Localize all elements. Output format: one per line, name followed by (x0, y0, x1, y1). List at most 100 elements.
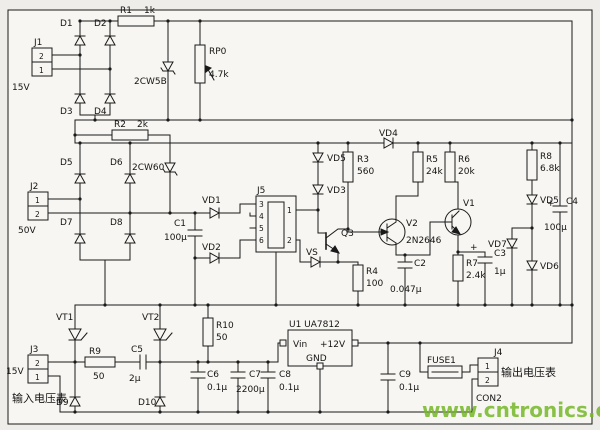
label-fuse1: FUSE1 (427, 356, 456, 366)
label-u1: U1 UA7812 (289, 320, 340, 330)
connector-j2: 1 2 (27, 191, 49, 221)
label-c4: C4 (566, 197, 578, 207)
connector-j4: 1 2 (477, 357, 499, 387)
u1-pin-out-square (351, 339, 359, 347)
label-r7: R7 (466, 259, 478, 269)
label-j4: J4 (493, 348, 503, 358)
j4-pin-2: 2 (485, 376, 490, 385)
u1-pin-gnd-square (316, 362, 324, 370)
label-r9: R9 (89, 347, 101, 357)
resistor-r6 (444, 151, 456, 183)
label-r8: R8 (540, 152, 552, 162)
label-d2: D2 (94, 19, 107, 29)
label-d9: D9 (56, 398, 69, 408)
label-2cw60: 2CW60 (132, 163, 165, 173)
wires-bottom (47, 304, 573, 413)
value-c1: 100μ (164, 233, 187, 243)
resistor-r1 (117, 15, 155, 27)
resistor-r10 (202, 317, 214, 347)
label-r10: R10 (216, 321, 234, 331)
value-c5: 2μ (129, 374, 141, 384)
label-vd4: VD4 (379, 129, 398, 139)
label-vd6: VD6 (540, 262, 559, 272)
value-rp0: 4.7k (209, 70, 229, 80)
label-r5: R5 (426, 155, 438, 165)
resistor-bodies (84, 15, 538, 368)
label-c6: C6 (207, 370, 219, 380)
label-vs: VS (306, 248, 318, 258)
resistor-r7 (452, 254, 464, 282)
resistor-r4 (352, 264, 364, 292)
potentiometer-rp0 (194, 44, 206, 84)
label-r6: R6 (458, 155, 470, 165)
label-vd1: VD1 (202, 196, 221, 206)
plus-c3: + (470, 243, 478, 253)
u1-pin-gnd-label: GND (306, 354, 327, 364)
label-vd5-right: VD5 (540, 196, 559, 206)
j5-pin-2: 2 (287, 236, 292, 245)
resistor-r3 (342, 151, 354, 183)
label-j1-voltage: 15V (12, 83, 30, 93)
value-r5: 24k (426, 167, 443, 177)
label-vd2: VD2 (202, 243, 221, 253)
label-d1: D1 (60, 19, 73, 29)
connector-j1: 2 1 (31, 47, 53, 77)
caption-input-voltmeter: 输入电压表 (12, 391, 67, 405)
value-r1: 1k (144, 6, 156, 16)
label-j2-voltage: 50V (18, 226, 36, 236)
label-j3-voltage: 15V (6, 367, 24, 377)
value-c3: 1μ (494, 267, 506, 277)
value-r9: 50 (93, 372, 105, 382)
label-v2: V2 (406, 219, 418, 229)
label-r2: R2 (114, 120, 126, 130)
ic-u1-regulator: Vin +12V GND (279, 329, 359, 370)
label-rp0: RP0 (209, 47, 227, 57)
j5-pin-4: 4 (259, 212, 264, 221)
label-d3: D3 (60, 107, 73, 117)
label-d4: D4 (94, 107, 107, 117)
label-2cw5b: 2CW5B (134, 77, 167, 87)
junction-dots (73, 19, 574, 414)
label-c5: C5 (131, 345, 143, 355)
caption-output-voltmeter: 输出电压表 (501, 365, 556, 379)
label-vd7: VD7 (488, 240, 507, 250)
label-d6: D6 (110, 158, 123, 168)
value-r4: 100 (366, 279, 383, 289)
label-c2: C2 (414, 259, 426, 269)
j5-pin-1: 1 (287, 206, 292, 215)
wires-top (51, 20, 573, 306)
label-j3: J3 (29, 345, 38, 355)
value-r6: 20k (458, 167, 475, 177)
label-j2: J2 (29, 182, 38, 192)
label-v1: V1 (463, 199, 475, 209)
value-r7: 2.4k (466, 271, 486, 281)
label-r3: R3 (357, 155, 369, 165)
j4-pin-1: 1 (485, 362, 490, 371)
j3-pin-1: 1 (35, 373, 40, 382)
wires-middle (47, 119, 573, 306)
label-d10: D10 (138, 398, 157, 408)
label-v2-type: 2N2646 (406, 236, 442, 246)
plus-c4: + (547, 199, 555, 209)
value-r8: 6.8k (540, 164, 560, 174)
labels: J1 15V D1 D2 D3 D4 R1 1k 2CW5B RP0 4.7k … (6, 6, 600, 422)
label-q3: Q3 (341, 229, 354, 239)
label-c3: C3 (494, 249, 506, 259)
j2-pin-1: 1 (35, 196, 40, 205)
label-j4-con2: CON2 (476, 394, 502, 404)
label-r4: R4 (366, 267, 378, 277)
label-vd5-mid: VD5 (327, 154, 346, 164)
j5-pin-3: 3 (259, 200, 264, 209)
label-d8: D8 (110, 218, 123, 228)
resistor-r2 (111, 129, 149, 141)
u1-pin-vin-label: Vin (293, 340, 307, 350)
j5-pin-6: 6 (259, 236, 264, 245)
ic-j5: 3 4 5 6 1 2 (255, 195, 297, 253)
resistor-r5 (412, 151, 424, 183)
label-vt2: VT2 (142, 313, 159, 323)
value-r10: 50 (216, 333, 228, 343)
value-r2: 2k (137, 120, 149, 130)
resistor-r8 (526, 149, 538, 181)
